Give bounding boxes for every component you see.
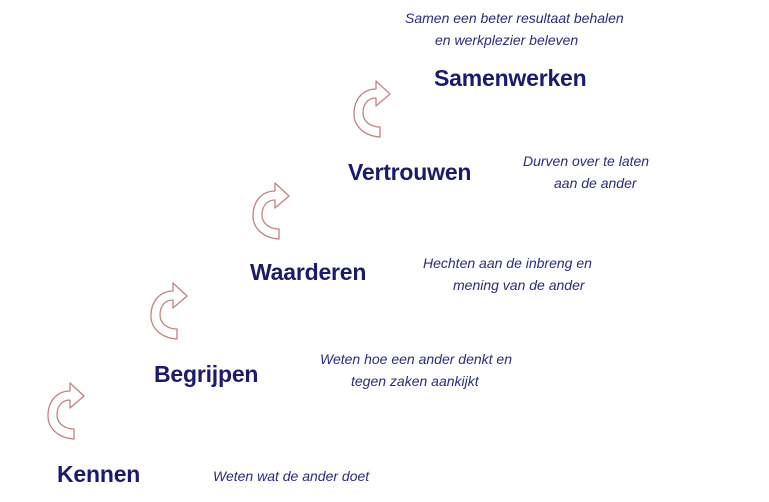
description-line: Samen een beter resultaat behalen bbox=[405, 10, 624, 26]
description-line: aan de ander bbox=[554, 175, 637, 191]
description-kennen: Weten wat de ander doet bbox=[213, 465, 369, 487]
description-line: Weten wat de ander doet bbox=[213, 468, 370, 484]
step-vertrouwen: Vertrouwen bbox=[348, 159, 472, 185]
description-line: Hechten aan de inbreng en bbox=[423, 255, 592, 271]
step-begrijpen: Begrijpen bbox=[154, 361, 259, 387]
step-samenwerken: Samenwerken bbox=[434, 65, 587, 91]
description-line: Weten hoe een ander denkt en bbox=[320, 351, 513, 367]
step-waarderen: Waarderen bbox=[250, 259, 367, 285]
description-begrijpen: Weten hoe een ander denkt en tegen zaken… bbox=[320, 348, 512, 392]
curved-arrow-icon bbox=[47, 382, 85, 440]
description-line: en werkplezier beleven bbox=[435, 32, 579, 48]
description-vertrouwen: Durven over te laten aan de ander bbox=[523, 150, 649, 194]
description-line: Durven over te laten bbox=[523, 153, 650, 169]
step-kennen: Kennen bbox=[57, 461, 141, 487]
curved-arrow-icon bbox=[252, 182, 290, 240]
description-waarderen: Hechten aan de inbreng en mening van de … bbox=[423, 252, 592, 296]
curved-arrow-icon bbox=[150, 282, 188, 340]
description-samenwerken: Samen een beter resultaat behalen en wer… bbox=[405, 7, 624, 51]
curved-arrow-icon bbox=[353, 80, 391, 138]
description-line: mening van de ander bbox=[453, 277, 585, 293]
description-line: tegen zaken aankijkt bbox=[351, 373, 479, 389]
